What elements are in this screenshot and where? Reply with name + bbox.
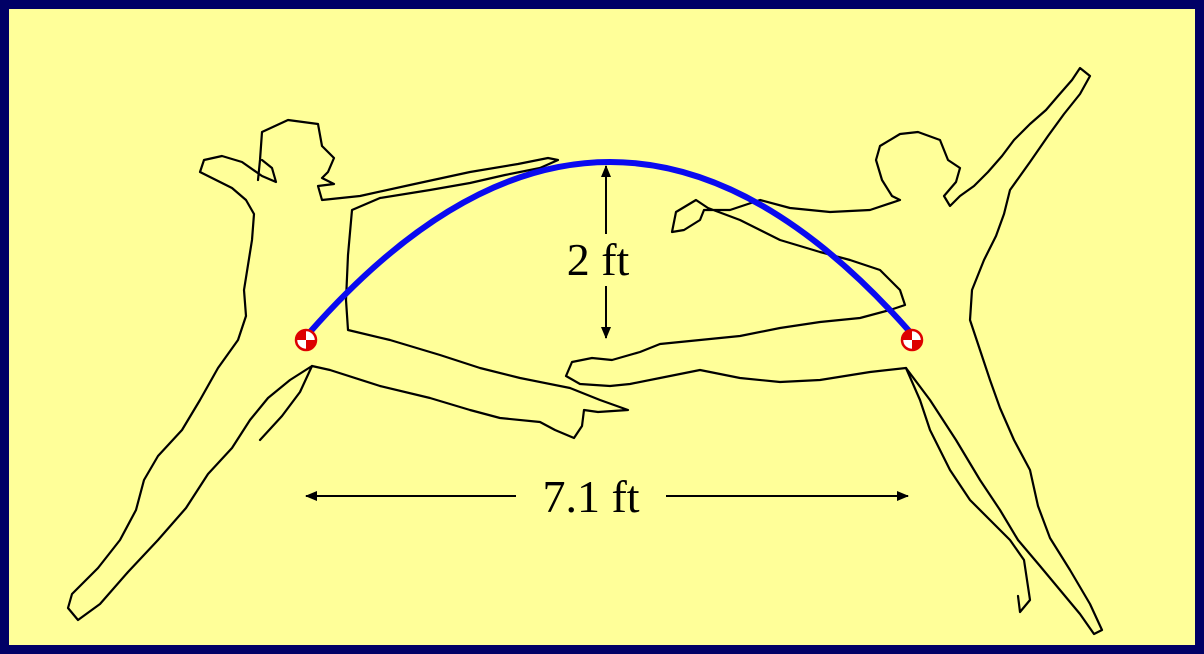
left-dancer-lower-outline	[258, 364, 314, 442]
distance-label: 7.1 ft	[542, 471, 639, 522]
trajectory-arc	[307, 159, 913, 335]
center-of-mass-icon	[900, 328, 924, 352]
right-dancer-limb-outline	[904, 366, 1032, 614]
center-of-mass-icon	[294, 328, 318, 352]
height-label: 2 ft	[567, 234, 630, 285]
right-dancer-outline	[564, 66, 1104, 636]
left-dancer-outline	[66, 118, 630, 622]
